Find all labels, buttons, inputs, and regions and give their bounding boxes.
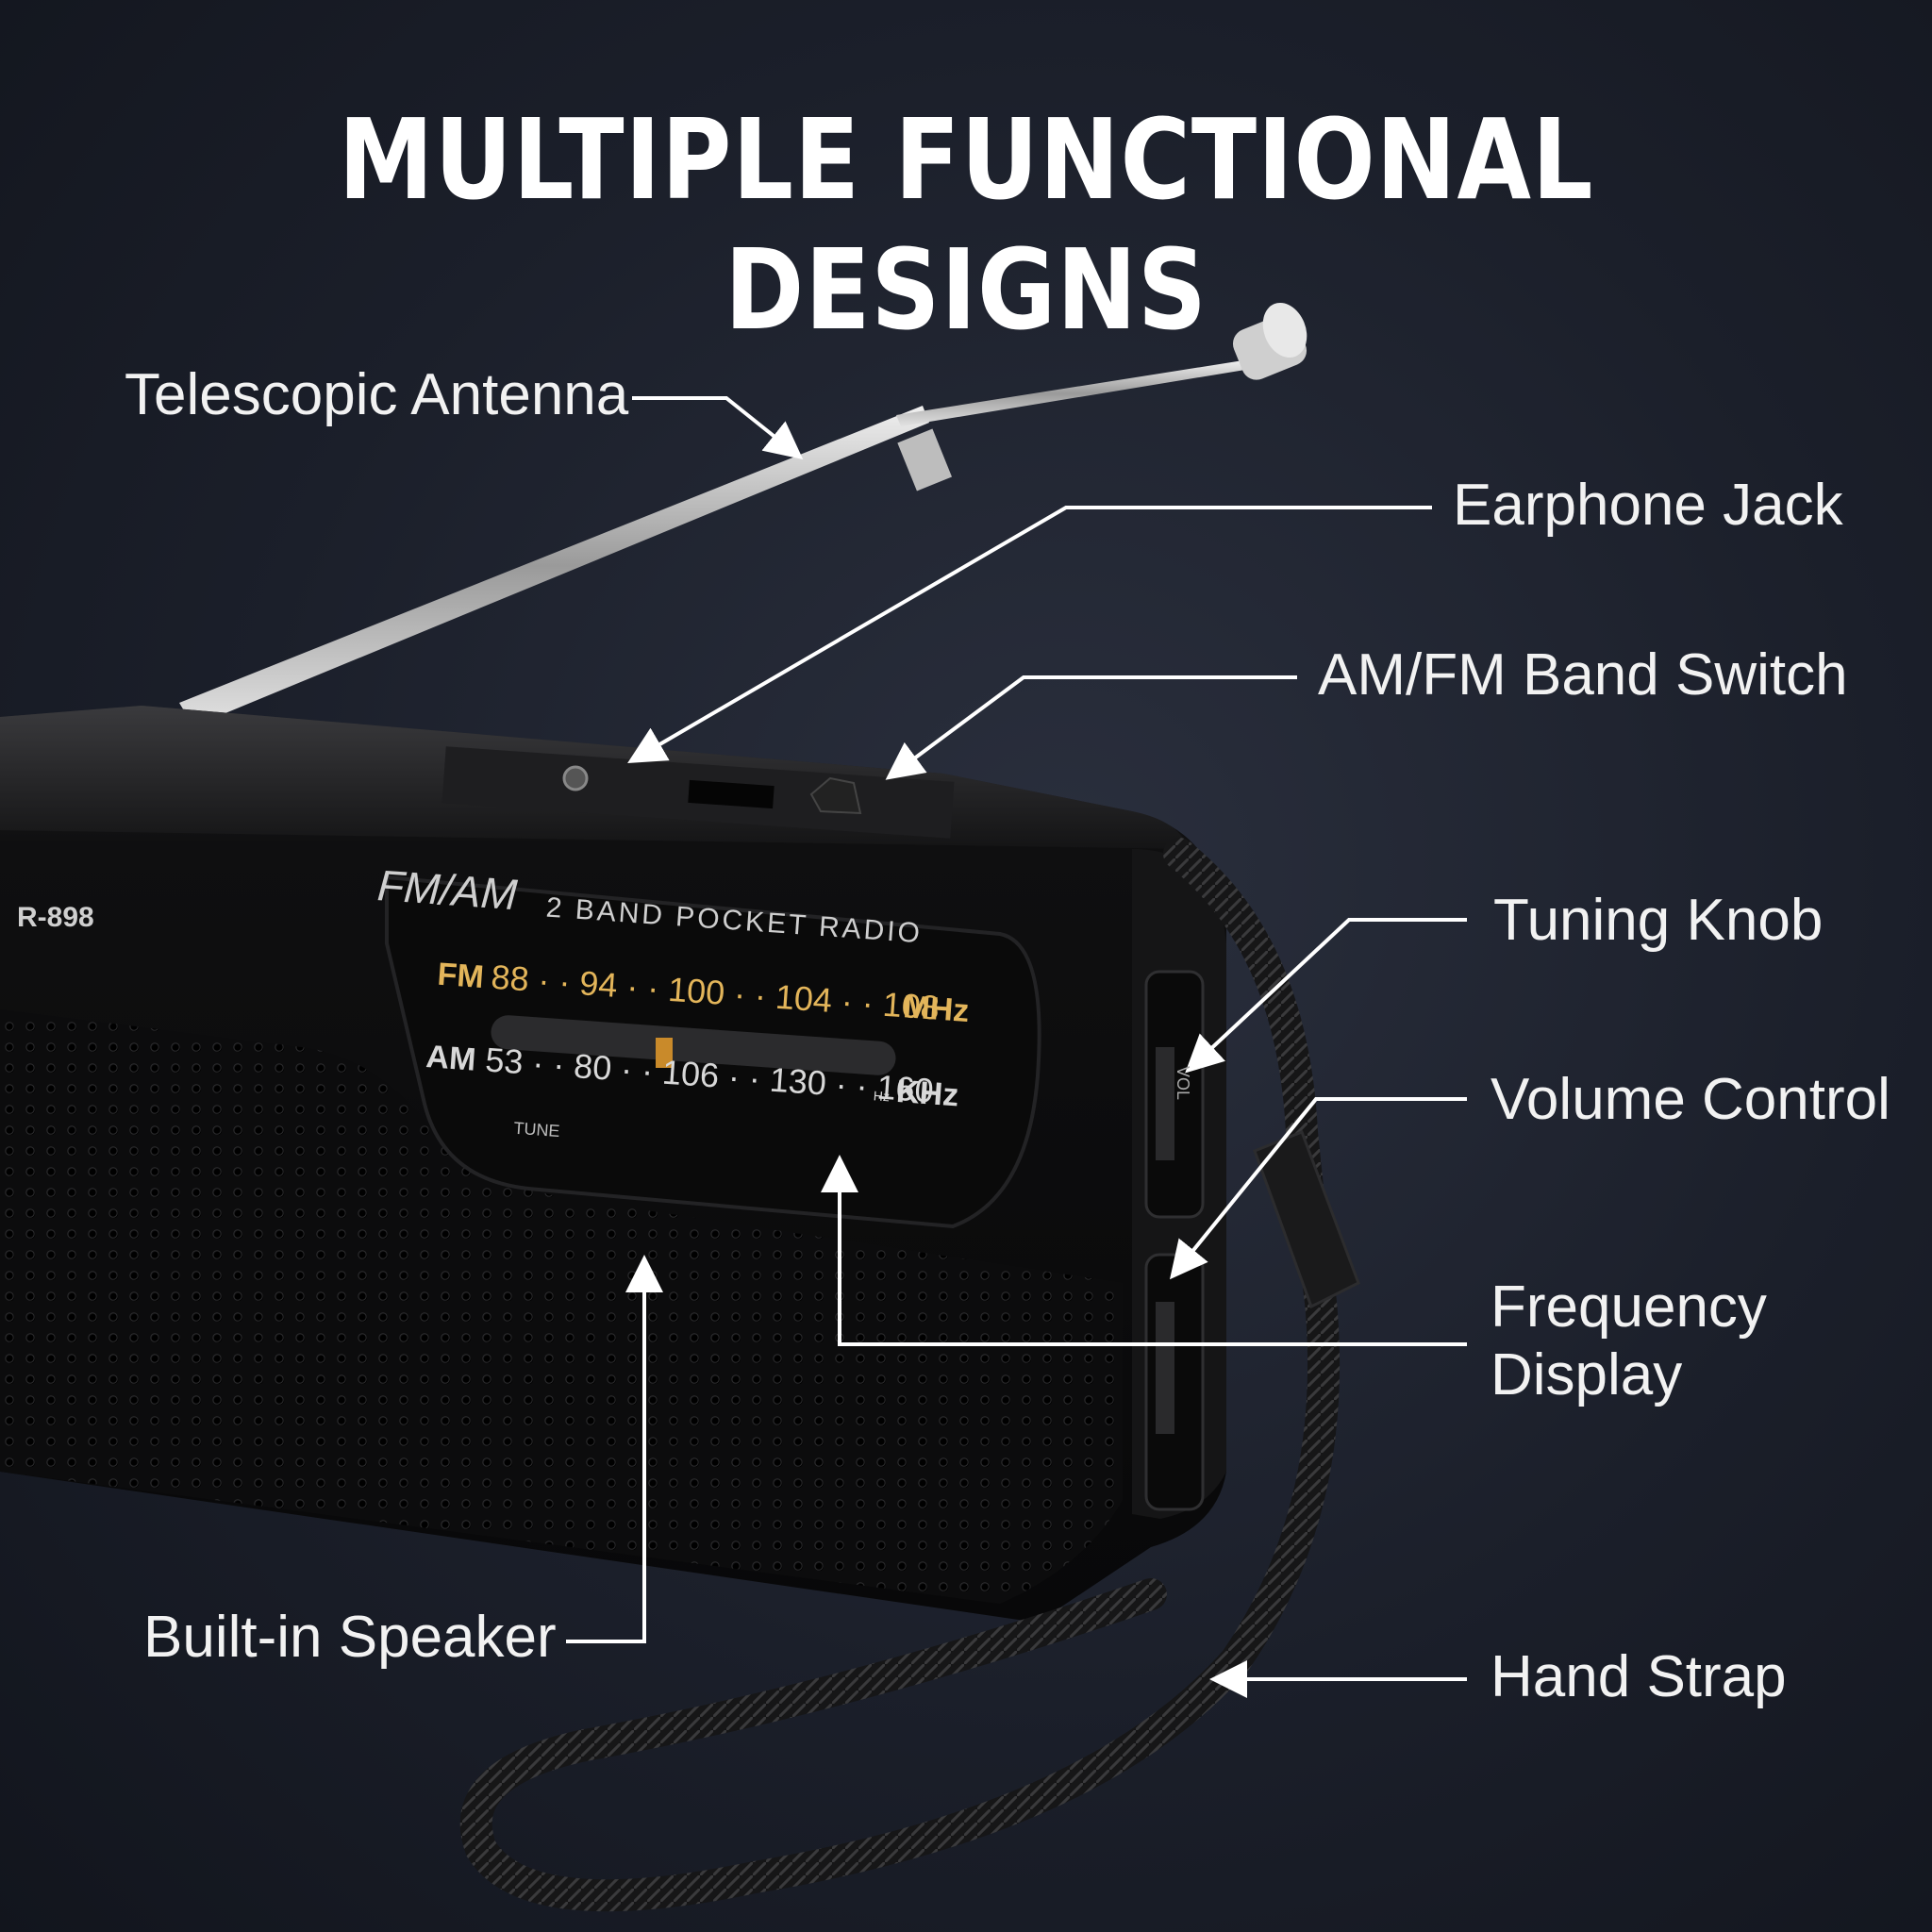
brand-script: FM/AM bbox=[375, 860, 519, 919]
callout-volume-control: Volume Control bbox=[1491, 1067, 1890, 1132]
am-unit: KHz bbox=[895, 1074, 960, 1114]
callout-tuning-knob: Tuning Knob bbox=[1493, 888, 1824, 953]
tune-label: TUNE bbox=[513, 1119, 560, 1141]
callout-frequency-line1: Frequency bbox=[1491, 1274, 1767, 1340]
callout-built-in-speaker: Built-in Speaker bbox=[143, 1605, 557, 1670]
side-volume-label: VOL bbox=[1174, 1066, 1192, 1100]
callout-lines bbox=[566, 396, 1467, 1698]
radio-body bbox=[0, 706, 1226, 1623]
callout-telescopic-antenna: Telescopic Antenna bbox=[125, 362, 629, 427]
am-band-label: AM bbox=[425, 1039, 476, 1078]
page-title: MULTIPLE FUNCTIONAL DESIGNS bbox=[338, 94, 1594, 355]
callout-band-switch: AM/FM Band Switch bbox=[1318, 642, 1848, 708]
model-label: R-898 bbox=[17, 902, 94, 933]
telescopic-antenna bbox=[179, 302, 1307, 726]
callout-frequency-line2: Display bbox=[1491, 1342, 1683, 1407]
callout-earphone-jack: Earphone Jack bbox=[1453, 473, 1843, 538]
fm-band-label: FM bbox=[436, 957, 485, 995]
fm-unit: MHz bbox=[902, 989, 970, 1029]
callout-hand-strap: Hand Strap bbox=[1491, 1644, 1787, 1709]
am-unit-small: Hz bbox=[873, 1088, 890, 1104]
